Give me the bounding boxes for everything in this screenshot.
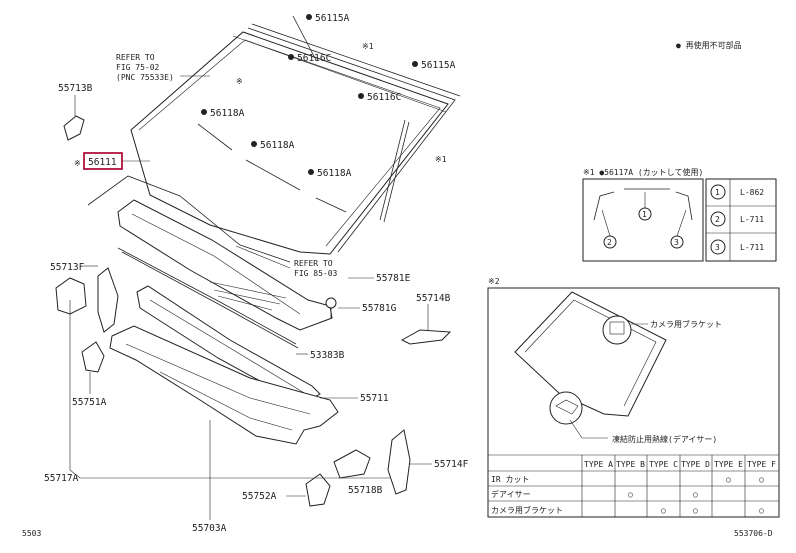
type-table xyxy=(488,454,779,517)
refer-top-line2: FIG 75-02 xyxy=(116,63,160,72)
type-header-5: TYPE E xyxy=(714,460,743,469)
callout1-row-num-2: 2 xyxy=(715,215,720,224)
type-mark-r1-c6: ○ xyxy=(759,475,764,484)
type-mark-r1-c5: ○ xyxy=(726,475,731,484)
label-55714F: 55714F xyxy=(434,459,469,470)
callout1-num-1: 1 xyxy=(642,210,647,219)
cover-55714B[interactable] xyxy=(400,329,452,345)
label-55781E: 55781E xyxy=(376,273,411,284)
callout2-title: ※2 xyxy=(488,277,500,286)
label-55714B: 55714B xyxy=(416,293,451,304)
refer-bottom-line1: REFER TO xyxy=(294,259,333,268)
callout1-num-3: 3 xyxy=(674,238,679,247)
type-mark-r3-c6: ○ xyxy=(759,506,764,515)
defogger-label: 凍結防止用熱線(デアイサー) xyxy=(612,434,717,444)
label-56118A-3: 56118A xyxy=(317,168,352,179)
dam-strips[interactable] xyxy=(197,123,347,213)
callout1-table: 1 2 3 L-862 L-711 L-711 xyxy=(705,178,777,262)
refer-top-line3: (PNC 75533E) xyxy=(116,73,174,82)
camera-bracket-detail[interactable] xyxy=(602,315,632,345)
dash-panel-55703A[interactable] xyxy=(109,325,339,445)
callout1-row-num-1: 1 xyxy=(715,188,720,197)
type-header-1: TYPE A xyxy=(584,460,613,469)
callout1-row-label-2: L-711 xyxy=(740,215,764,224)
cowl-louver-55781E[interactable] xyxy=(136,285,321,405)
bracket-55713B[interactable] xyxy=(63,115,85,141)
bracket-55718B[interactable] xyxy=(333,449,371,479)
type-header-6: TYPE F xyxy=(747,460,776,469)
cowl-top-panel[interactable] xyxy=(117,199,333,331)
type-mark-r3-c3: ○ xyxy=(661,506,666,515)
type-row-label-2: デアイサー xyxy=(491,489,531,499)
strip-right[interactable] xyxy=(675,191,693,221)
label-56115A-top: 56115A xyxy=(315,13,350,24)
windshield-moulding[interactable] xyxy=(247,15,461,253)
star-mark-56111: ※ xyxy=(74,159,81,168)
label-55713B: 55713B xyxy=(58,83,93,94)
label-55781G: 55781G xyxy=(362,303,397,314)
label-55713F: 55713F xyxy=(50,262,85,273)
legend-note: ● 再使用不可部品 xyxy=(676,40,742,50)
label-56115A-right: 56115A xyxy=(421,60,456,71)
star-mark-2: ※ xyxy=(236,77,243,86)
label-55718B: 55718B xyxy=(348,485,383,496)
label-55717A: 55717A xyxy=(44,473,79,484)
type-row-label-1: IR カット xyxy=(491,475,529,484)
star-mark-1a: ※1 xyxy=(362,42,374,51)
label-55751A: 55751A xyxy=(72,397,107,408)
bracket-55714F[interactable] xyxy=(387,429,411,495)
footer-left: 5503 xyxy=(22,529,41,538)
star-mark-1b: ※1 xyxy=(435,155,447,164)
bracket-55752A[interactable] xyxy=(305,473,331,507)
bracket-55751A[interactable] xyxy=(81,341,105,373)
callout1-title: ※1 ●56117A (カットして使用) xyxy=(583,167,703,177)
lower-moulding[interactable] xyxy=(87,175,291,263)
seal-53383B[interactable] xyxy=(117,247,297,345)
callout1-row-num-3: 3 xyxy=(715,243,720,252)
label-55711: 55711 xyxy=(360,393,389,404)
camera-bracket-label: カメラ用ブラケット xyxy=(650,319,722,329)
bracket-left-upper[interactable] xyxy=(97,267,119,333)
label-56116C-top: 56116C xyxy=(297,53,331,64)
label-56118A-2: 56118A xyxy=(260,140,295,151)
windshield-glass[interactable] xyxy=(130,31,449,255)
clip-55781G[interactable] xyxy=(325,297,337,318)
type-header-3: TYPE C xyxy=(649,460,678,469)
label-55703A: 55703A xyxy=(192,523,227,534)
type-mark-r2-c4: ○ xyxy=(693,490,698,499)
type-header-4: TYPE D xyxy=(681,460,710,469)
type-mark-r3-c4: ○ xyxy=(693,506,698,515)
defogger-detail[interactable] xyxy=(549,391,583,425)
refer-bottom-line2: FIG 85-03 xyxy=(294,269,338,278)
refer-top-line1: REFER TO xyxy=(116,53,155,62)
label-55752A: 55752A xyxy=(242,491,277,502)
footer-right: 553706-D xyxy=(734,529,773,538)
label-56118A-1: 56118A xyxy=(210,108,245,119)
callout1-num-2: 2 xyxy=(607,238,612,247)
type-header-2: TYPE B xyxy=(616,460,645,469)
bracket-55713F[interactable] xyxy=(55,277,87,315)
label-56111: 56111 xyxy=(88,157,117,168)
label-53383B: 53383B xyxy=(310,350,345,361)
type-mark-r2-c2: ○ xyxy=(628,490,633,499)
type-row-label-3: カメラ用ブラケット xyxy=(491,505,563,515)
callout1-row-label-3: L-711 xyxy=(740,243,764,252)
label-56116C-right: 56116C xyxy=(367,92,401,103)
strip-left[interactable] xyxy=(593,191,615,221)
callout1-row-label-1: L-862 xyxy=(740,188,764,197)
